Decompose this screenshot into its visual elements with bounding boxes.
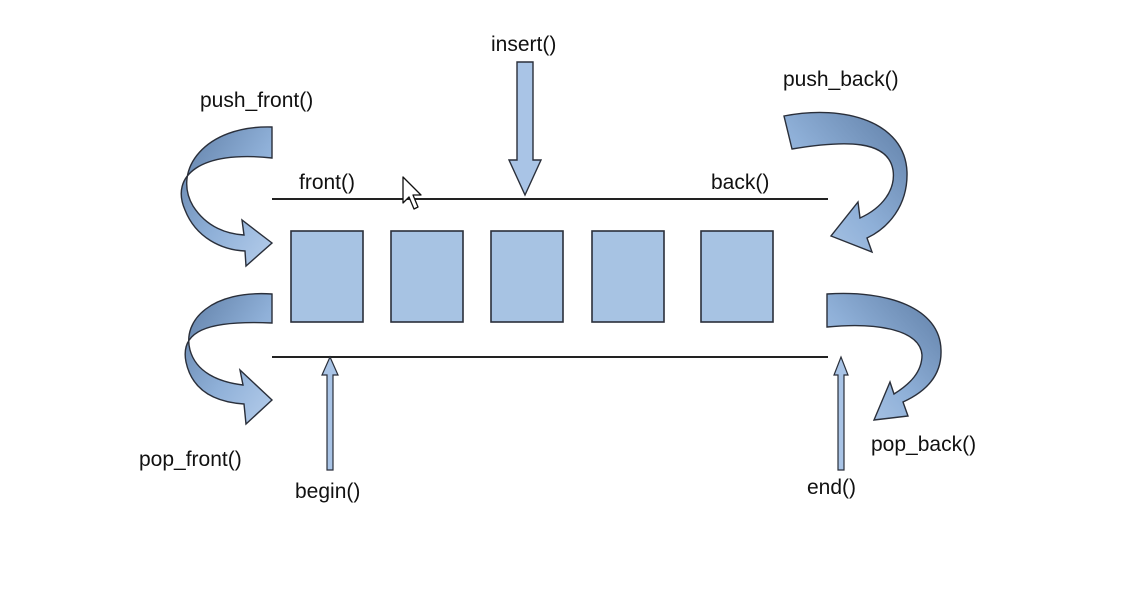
element-box xyxy=(290,230,364,323)
begin-label: begin() xyxy=(295,480,360,503)
insert-arrow xyxy=(507,61,543,197)
element-box xyxy=(490,230,564,323)
insert-label: insert() xyxy=(491,33,556,56)
push-front-curl-arrow xyxy=(180,126,274,268)
begin-arrow xyxy=(321,355,339,471)
end-arrow xyxy=(833,355,849,471)
element-box xyxy=(390,230,464,323)
element-box xyxy=(700,230,774,323)
push-front-label: push_front() xyxy=(200,89,313,112)
pop-front-curl-arrow xyxy=(184,292,274,426)
element-box xyxy=(591,230,665,323)
end-label: end() xyxy=(807,476,856,499)
push-back-curl-arrow xyxy=(783,111,908,254)
pop-front-label: pop_front() xyxy=(139,448,242,471)
pop-back-curl-arrow xyxy=(826,292,942,421)
mouse-pointer-icon xyxy=(402,176,422,210)
pop-back-label: pop_back() xyxy=(871,433,976,456)
back-label: back() xyxy=(711,171,769,194)
front-label: front() xyxy=(299,171,355,194)
push-back-label: push_back() xyxy=(783,68,899,91)
element-boxes xyxy=(290,230,774,323)
